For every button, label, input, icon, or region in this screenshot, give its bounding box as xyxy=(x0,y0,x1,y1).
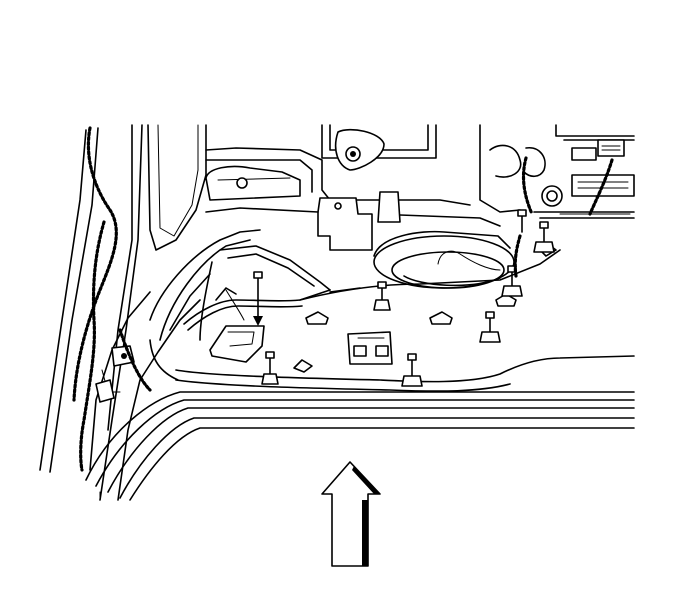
bolt-2 xyxy=(261,351,279,385)
front-direction-arrow-icon xyxy=(321,461,381,567)
bolt-6 xyxy=(501,265,523,297)
bolt-4 xyxy=(401,353,423,387)
bolt-icon xyxy=(253,209,555,387)
bolt-8 xyxy=(513,209,527,278)
bolt-3 xyxy=(373,281,391,311)
wiring-harness-icon xyxy=(72,126,152,472)
rear-floor-panel xyxy=(149,229,635,392)
right-rear-structure xyxy=(489,124,635,219)
bolt-7 xyxy=(533,221,555,253)
bolt-5 xyxy=(479,311,501,343)
bolt-1 xyxy=(253,271,263,326)
upper-floor-pan xyxy=(205,124,521,251)
lower-frame-rail xyxy=(85,391,635,501)
